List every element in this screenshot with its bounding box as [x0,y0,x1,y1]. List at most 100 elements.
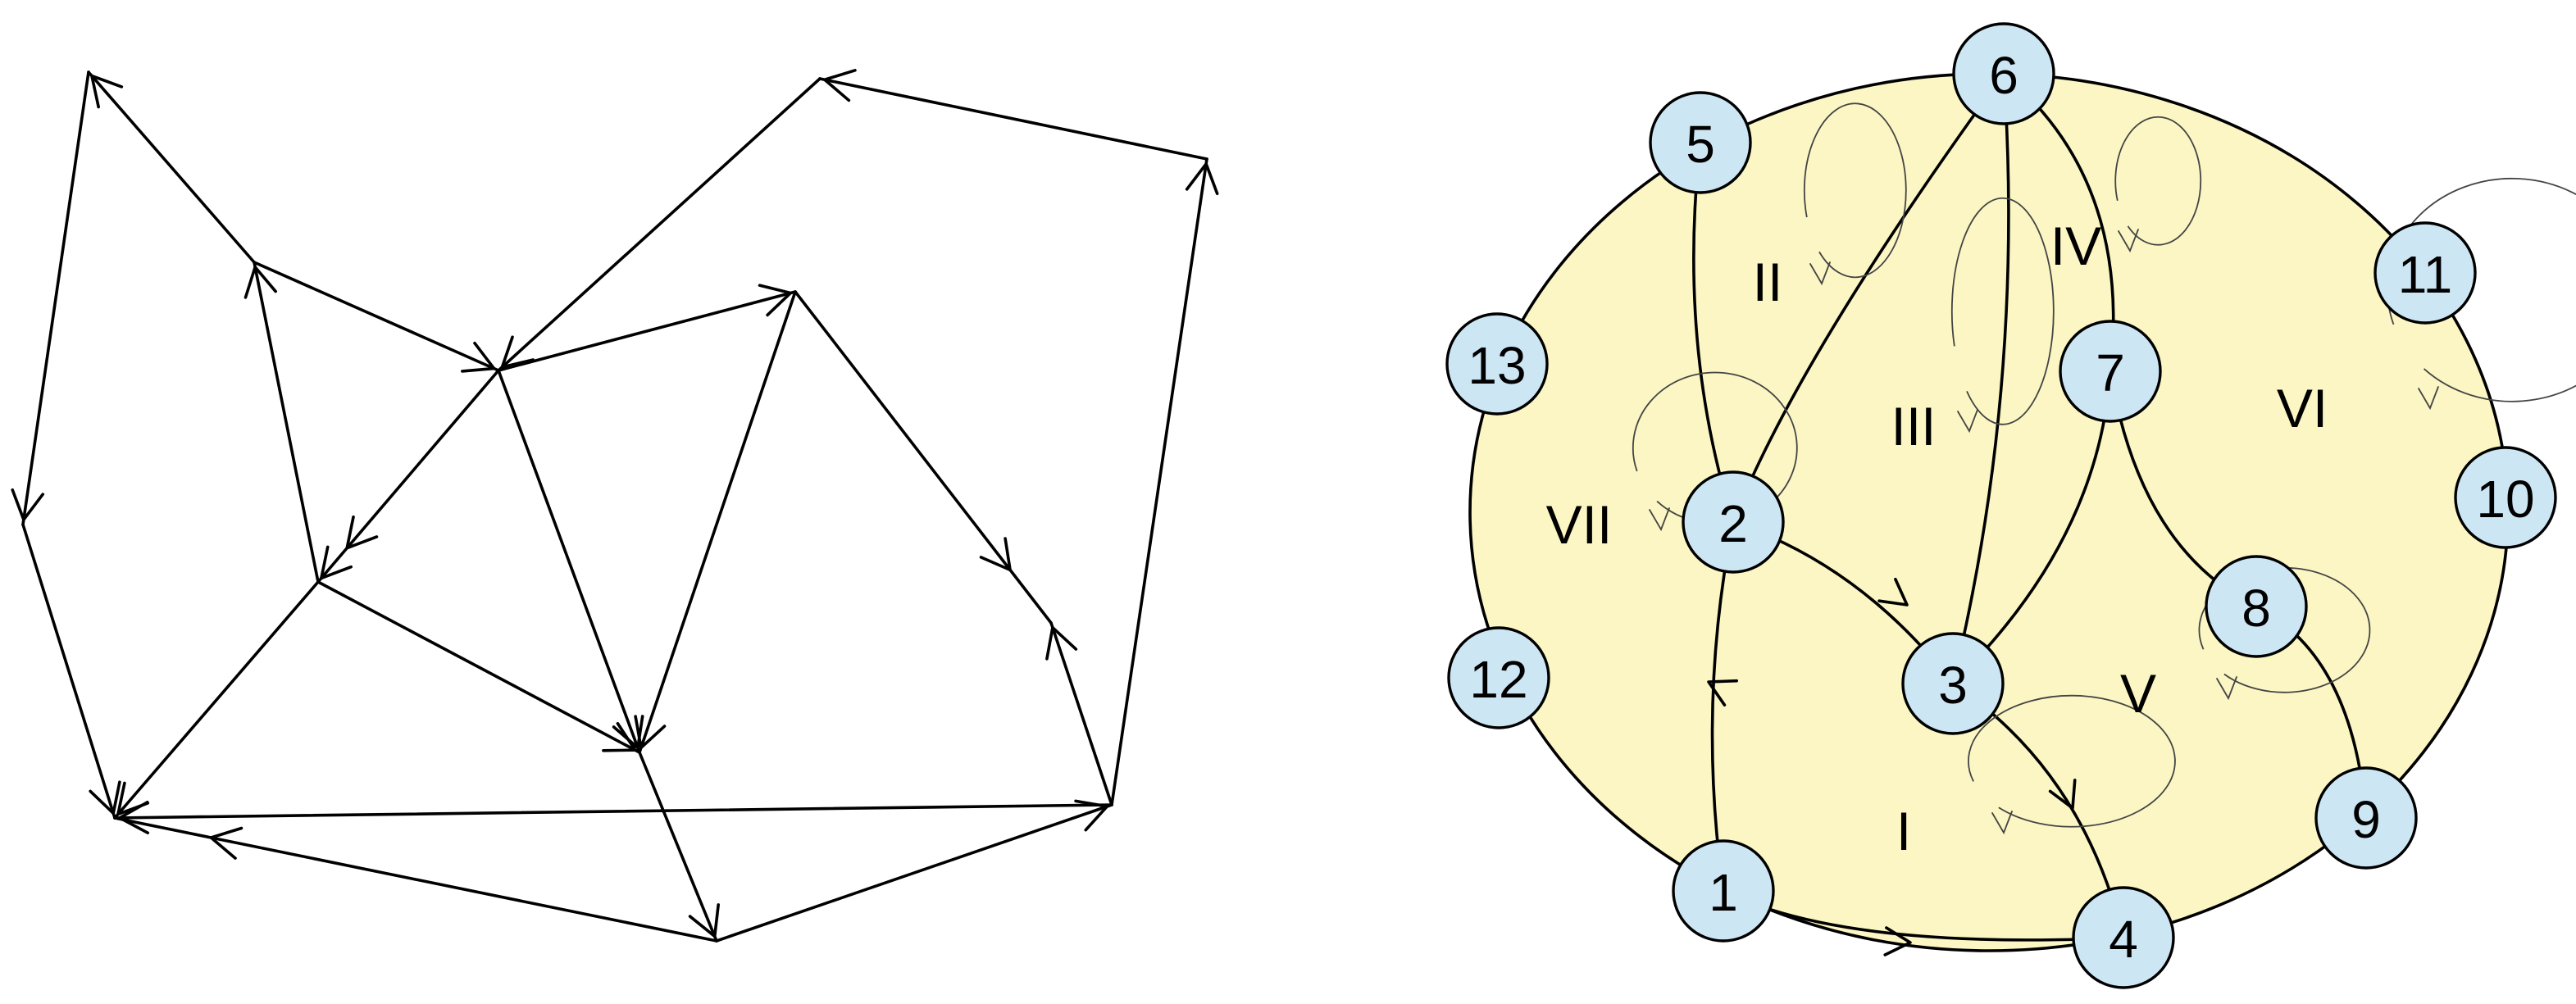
left-arrowhead-N-M [1074,799,1109,832]
arrowhead-2-3 [1877,578,1909,606]
node-5-label: 5 [1686,115,1715,174]
face-loop-arrow-IV [2118,229,2139,253]
node-8-label: 8 [2241,579,2271,638]
left-arrowhead-G-F [823,69,857,102]
left-arrowhead-E-H [758,284,792,317]
arrowhead-1-4 [1883,926,1912,956]
left-arc-N-D [113,816,718,943]
node-2-label: 2 [1718,494,1748,553]
node-6-circle [1952,22,2055,125]
edge-3-6 [1951,72,2010,685]
left-arc-E-I [316,369,500,584]
left-arrowhead-H-J [634,715,667,750]
node-11: 11 [2373,221,2477,325]
face-label-II: II [1753,252,1783,312]
arrowhead-1-2 [1707,679,1739,706]
node-5-circle [1649,91,1752,194]
node-2: 2 [1682,470,1785,574]
left-arrowhead-J-N [688,903,720,938]
face-label-III: III [1891,396,1936,457]
left-arc-H-J [638,290,797,754]
node-8: 8 [2205,555,2308,658]
node-10: 10 [2454,446,2557,549]
node-2-circle [1682,470,1785,574]
left-arrowhead-E-I [320,545,353,580]
face-loop-arrow-III [1957,409,1978,434]
left-arc-M-D [113,803,1113,820]
node-3: 3 [1901,632,2005,735]
node-4-label: 4 [2109,910,2138,969]
left-arc-E-H [497,290,797,372]
node-11-circle [2373,221,2477,325]
left-arrowhead-F-E [500,335,535,369]
node-12-label: 12 [1469,650,1527,709]
edge-2-6 [1732,72,2005,524]
left-arrowhead-C-D [89,780,121,815]
face-loop-IV [2114,116,2202,246]
node-12: 12 [1447,626,1550,729]
node-10-label: 10 [2476,470,2534,529]
node-11-label: 11 [2398,245,2452,304]
left-arrowhead-I-B [243,266,277,299]
left-arrowhead-B-E [461,341,496,373]
left-arc-M-G [1110,157,1208,806]
face-loop-III [1950,197,2055,425]
node-1: 1 [1672,839,1775,943]
face-label-I: I [1896,801,1911,861]
left-arc-N-M [715,803,1113,943]
node-1-label: 1 [1709,863,1738,922]
face-label-VI: VI [2277,378,2328,438]
left-arrowhead-N-D-mid [209,826,243,860]
left-arc-I-J [316,580,641,754]
node-5: 5 [1649,91,1752,194]
face-loop-arrow-I [1991,811,2013,835]
node-13: 13 [1445,312,1549,416]
left-arc-E-J [497,369,641,754]
left-arrowhead-A-C [11,488,45,521]
left-arc-J-N [638,751,718,943]
node-12-circle [1447,626,1550,729]
left-arc-I-D [113,580,320,820]
node-13-circle [1445,312,1549,416]
node-13-label: 13 [1468,336,1526,395]
face-loop-arrow-VII [1649,507,1670,532]
left-arc-F-E [497,77,821,372]
left-arrowhead-M-G [1185,162,1219,196]
left-arrowhead-I-J [602,721,637,752]
left-arc-H-K [794,290,1053,625]
node-4: 4 [2072,886,2175,989]
left-arrowhead-H-K-mid [979,537,1012,572]
node-6: 6 [1952,22,2055,125]
left-arc-B-E [253,261,500,372]
left-arc-C-D [21,523,116,820]
node-3-circle [1901,632,2005,735]
node-6-label: 6 [1989,46,2018,105]
node-7-label: 7 [2096,343,2125,402]
node-9-label: 9 [2351,790,2381,849]
face-loop-arrow-V [2216,676,2237,701]
face-label-VII: VII [1546,494,1613,555]
face-loop-arrow-II [1809,261,1831,286]
left-arrowhead-B-A [90,74,124,109]
left-arc-A-C [21,70,90,526]
left-arrowhead-E-I-mid [345,515,379,550]
left-arc-M-K [1049,621,1113,806]
arrowhead-3-4 [2048,779,2077,810]
left-arc-I-B [253,261,320,584]
face-label-V: V [2120,663,2156,724]
left-arrowhead-E-J [612,715,644,750]
node-9-circle [2314,766,2418,870]
node-1-circle [1672,839,1775,943]
node-10-circle [2454,446,2557,549]
node-4-circle [2072,886,2175,989]
left-arrowhead-M-K [1045,625,1078,661]
face-loop-I [1968,694,2176,828]
left-arc-B-A [87,70,256,264]
node-7-circle [2059,320,2162,423]
node-7: 7 [2059,320,2162,423]
face-orientation-loops [1632,102,2576,835]
